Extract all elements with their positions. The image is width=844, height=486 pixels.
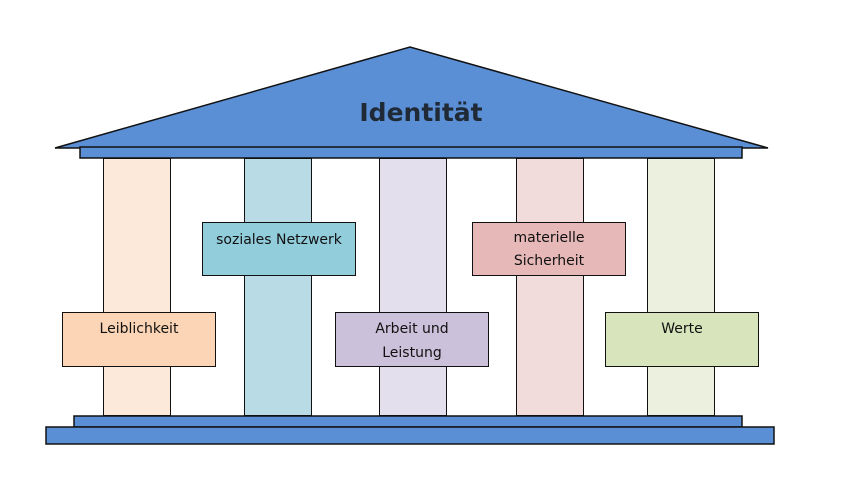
pillar-leiblichkeit (103, 158, 171, 416)
label-box-werte: Werte (605, 312, 759, 367)
architrave (79, 146, 743, 159)
label-box-materielle-sicherheit: materielle Sicherheit (472, 222, 626, 276)
pillar-soziales-netzwerk (244, 158, 312, 416)
label-werte: Werte (661, 321, 703, 337)
label-materielle-sicherheit: materielle Sicherheit (513, 230, 585, 269)
label-leiblichkeit: Leiblichkeit (99, 321, 179, 337)
label-box-leiblichkeit: Leiblichkeit (62, 312, 216, 367)
pillar-materielle-sicherheit (516, 158, 584, 416)
label-arbeit-und-leistung: Arbeit und Leistung (375, 321, 449, 361)
roof-title-text: Identität (359, 98, 483, 127)
pillar-werte (647, 158, 715, 416)
base-upper-step (73, 415, 743, 428)
label-soziales-netzwerk: soziales Netzwerk (216, 232, 342, 248)
base-lower-step (45, 426, 775, 445)
pillar-arbeit-und-leistung (379, 158, 447, 416)
roof-title: Identität (0, 98, 844, 127)
label-box-soziales-netzwerk: soziales Netzwerk (202, 222, 356, 276)
label-box-arbeit-und-leistung: Arbeit und Leistung (335, 312, 489, 367)
